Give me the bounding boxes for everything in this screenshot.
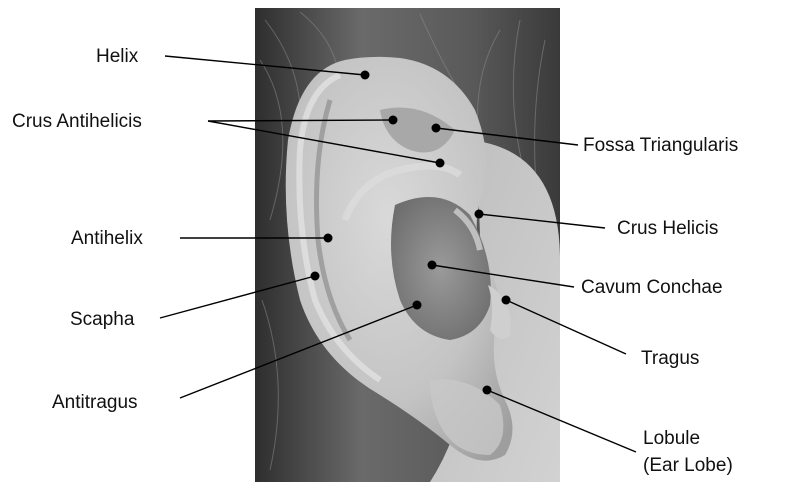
- marker-cavum-conchae: [428, 261, 437, 270]
- label-antitragus: Antitragus: [52, 392, 138, 413]
- marker-antihelix: [324, 234, 333, 243]
- marker-lobule: [483, 386, 492, 395]
- label-tragus: Tragus: [641, 348, 699, 369]
- label-crus-antihelicis: Crus Antihelicis: [12, 111, 142, 132]
- leader-crus-antihelicis-1: [208, 120, 393, 121]
- marker-crus-helicis: [475, 210, 484, 219]
- label-lobule-line2: (Ear Lobe): [643, 455, 733, 476]
- marker-scapha: [311, 272, 320, 281]
- label-antihelix: Antihelix: [71, 228, 143, 249]
- label-fossa-triangularis: Fossa Triangularis: [583, 135, 738, 156]
- label-lobule-line1: Lobule: [643, 428, 700, 449]
- marker-antitragus: [413, 301, 422, 310]
- label-helix: Helix: [96, 46, 139, 67]
- label-scapha: Scapha: [70, 309, 135, 330]
- label-cavum-conchae: Cavum Conchae: [581, 277, 723, 298]
- marker-tragus: [502, 296, 511, 305]
- marker-fossa-triangularis: [432, 124, 441, 133]
- marker-crus-antihelicis-2: [436, 159, 445, 168]
- label-crus-helicis: Crus Helicis: [617, 218, 718, 239]
- marker-crus-antihelicis-1: [389, 116, 398, 125]
- marker-helix: [361, 71, 370, 80]
- ear-photograph: [255, 8, 560, 482]
